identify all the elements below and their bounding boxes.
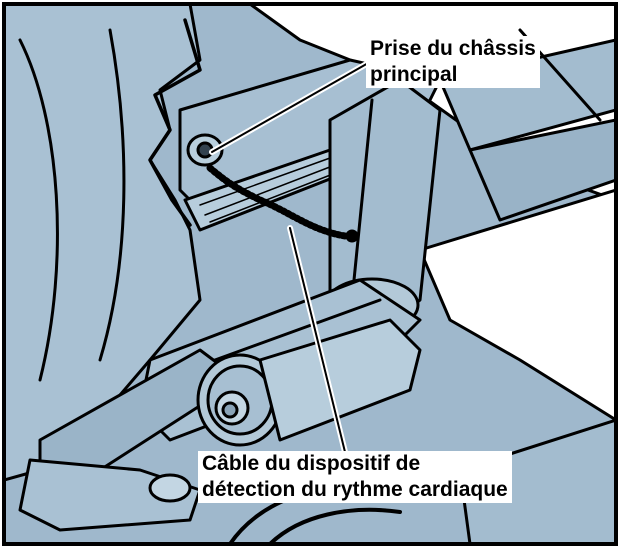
bottom-right-part <box>458 418 616 544</box>
pedal-knob <box>148 473 192 503</box>
jagged-bracket <box>148 18 202 227</box>
tube-upper <box>438 38 616 152</box>
plate-ledge-hatch <box>199 157 339 223</box>
callout-cable-line2: détection du rythme cardiaque <box>202 478 508 501</box>
left-housing-edge <box>98 28 126 362</box>
tube-lower <box>468 118 616 222</box>
pivot-wheel-bolt <box>221 401 239 419</box>
left-housing-inner <box>18 38 59 382</box>
callout-chassis-line2: principal <box>370 63 458 86</box>
bottom-arc-2 <box>268 507 402 544</box>
white-gap-right <box>418 188 616 422</box>
pedal-crank <box>18 458 202 532</box>
leader-line-chassis-core <box>211 61 371 153</box>
heart-rate-coiled-cable <box>206 164 349 240</box>
callout-chassis-line1: Prise du châssis <box>370 37 536 60</box>
callout-heart-rate-cable: Câble du dispositif de détection du ryth… <box>198 451 512 503</box>
leader-line-cable-core <box>289 227 346 453</box>
callout-chassis-socket: Prise du châssis principal <box>366 36 540 88</box>
cable-connector <box>345 229 359 243</box>
callout-cable-line1: Câble du dispositif de <box>202 452 421 475</box>
post-edge <box>350 98 374 302</box>
roller-tube <box>258 318 422 442</box>
